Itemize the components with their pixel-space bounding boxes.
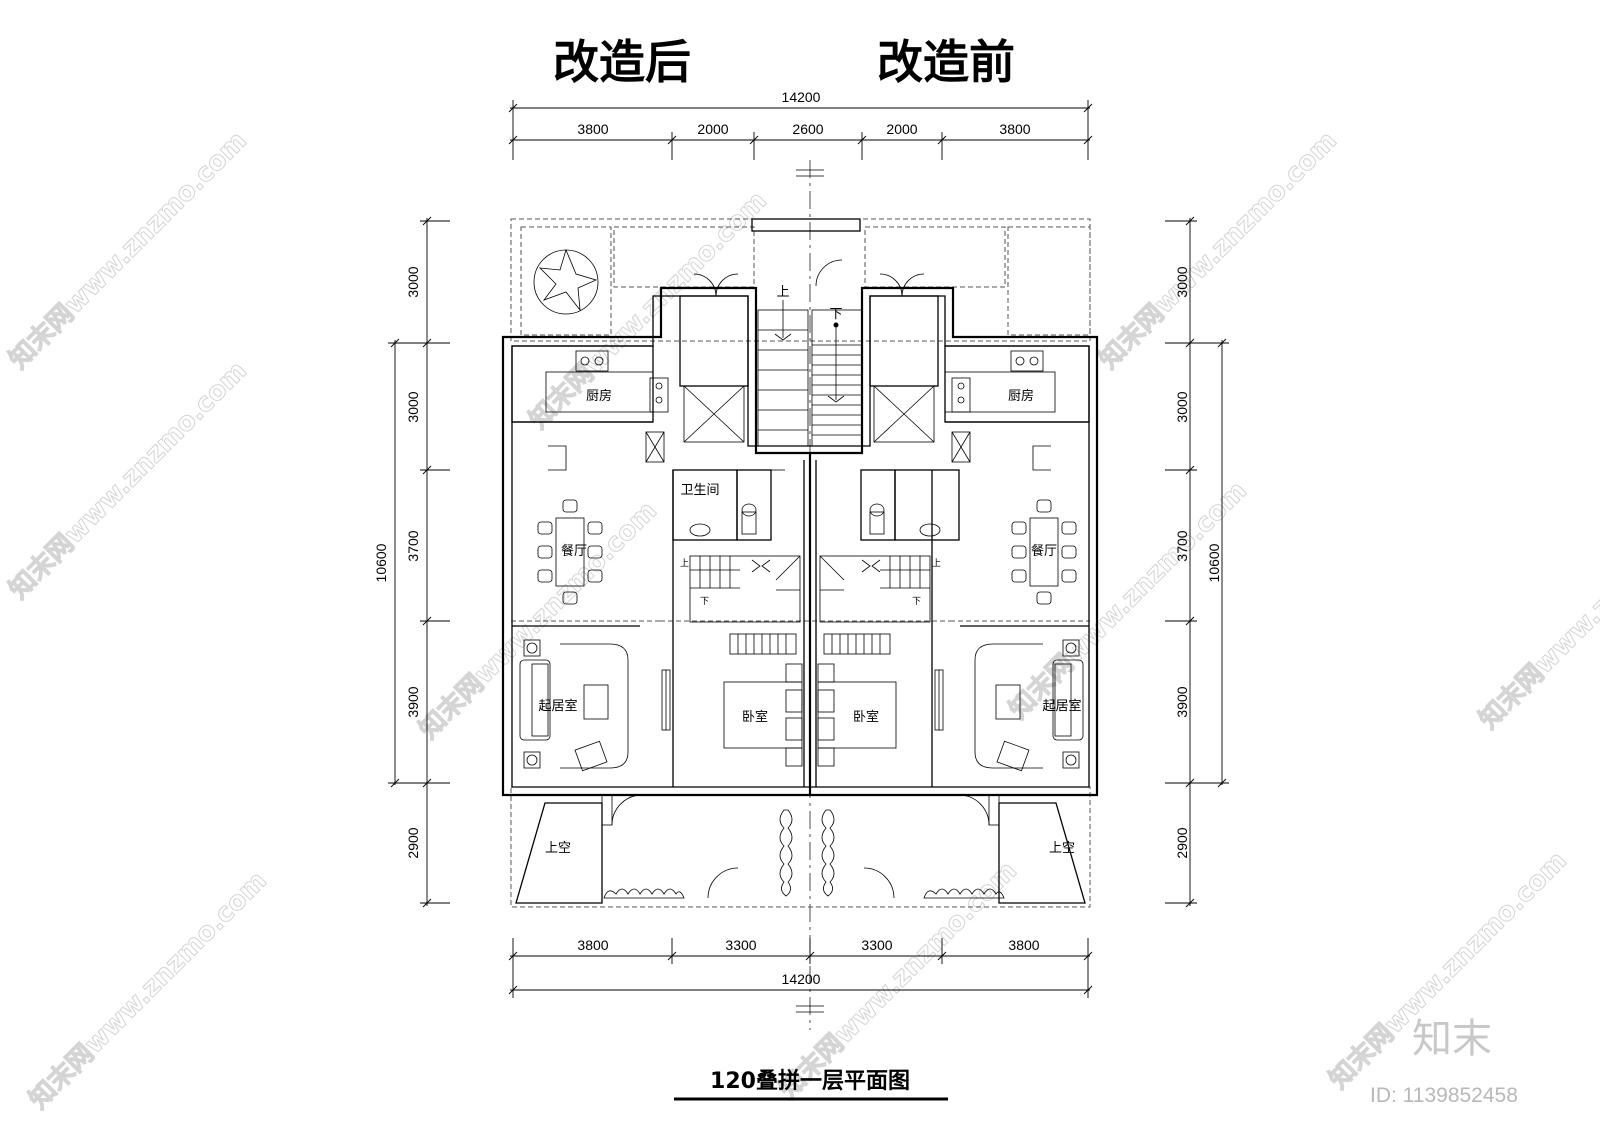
dim-right-segment: 3000	[1174, 266, 1190, 297]
bottom-dimensions: 3800 3300 3300 3800 14200	[508, 937, 1093, 998]
left-dimensions: 3000 3000 3700 3900 2900 10600	[373, 216, 450, 908]
interior-partitions	[512, 421, 1089, 787]
dim-top-total: 14200	[782, 89, 821, 105]
kitchen-right	[944, 345, 1090, 463]
room-label-dining-right: 餐厅	[1031, 543, 1057, 559]
stair-up-mark: 上	[680, 558, 689, 569]
bathroom-left	[672, 469, 785, 541]
watermark-layer: 知末网www.znzmo.com 知末网www.znzmo.com 知末网www…	[3, 125, 1600, 1115]
watermark-text: 知末网www.znzmo.com	[24, 866, 273, 1115]
dim-top-segment: 3800	[999, 121, 1030, 137]
dim-right-segment: 3700	[1174, 530, 1190, 561]
stair-up-mark: 上	[932, 558, 941, 569]
dim-right-segment: 3900	[1174, 686, 1190, 717]
dim-bottom-segment: 3800	[577, 937, 608, 953]
room-label-dining-left: 餐厅	[561, 543, 587, 559]
dim-top-segment: 2600	[792, 121, 823, 137]
image-id-text: ID: 1139852458	[1370, 1084, 1518, 1107]
dim-bottom-segment: 3300	[725, 937, 756, 953]
drawing-title: 120叠拼一层平面图	[710, 1068, 910, 1094]
dim-left-segment: 3900	[405, 686, 421, 717]
dim-bottom-segment: 3800	[1008, 937, 1039, 953]
elevator-left	[679, 273, 749, 443]
dining-table-right	[1011, 499, 1077, 605]
tree-symbol	[533, 248, 599, 315]
dim-left-segment: 3700	[405, 530, 421, 561]
stair-up-label: 上	[776, 285, 789, 300]
dim-top-segment: 2000	[697, 121, 728, 137]
dim-bottom-total: 14200	[782, 971, 821, 987]
living-left	[519, 639, 629, 772]
watermark-text: 知末网www.znzmo.com	[1094, 126, 1343, 375]
watermark-text: 知末网www.znzmo.com	[1474, 486, 1600, 735]
dim-left-total: 10600	[373, 543, 389, 582]
dim-top-segment: 3800	[577, 121, 608, 137]
dining-table-left	[537, 499, 603, 605]
dim-top-segment: 2000	[886, 121, 917, 137]
bedroom-right	[817, 663, 944, 767]
landscape-shrubs	[603, 809, 1005, 899]
room-label-living-left: 起居室	[538, 698, 577, 714]
brand-logo: 知末	[1412, 1016, 1492, 1062]
dim-right-total: 10600	[1206, 543, 1222, 582]
dim-left-segment: 2900	[405, 827, 421, 858]
after-heading: 改造后	[553, 35, 691, 89]
watermark-text: 知末网www.znzmo.com	[524, 186, 773, 435]
room-label-void-left: 上空	[545, 841, 571, 856]
dim-bottom-segment: 3300	[861, 937, 892, 953]
room-label-void-right: 上空	[1049, 841, 1075, 856]
dim-left-segment: 3000	[405, 391, 421, 422]
watermark-text: 知末网www.znzmo.com	[4, 126, 253, 375]
room-label-living-right: 起居室	[1042, 698, 1081, 714]
watermark-text: 知末网www.znzmo.com	[4, 356, 253, 605]
room-label-bedroom-right: 卧室	[853, 709, 879, 725]
bedroom-left	[661, 663, 803, 767]
stair-down-label: 下	[829, 307, 842, 322]
secondary-stair-left: 上 下	[680, 555, 801, 655]
stair-down-mark: 下	[700, 597, 709, 607]
elevator-right	[869, 273, 939, 443]
void-areas	[515, 794, 1086, 904]
bathroom-right	[860, 469, 960, 541]
secondary-stair-right: 上 下	[819, 555, 941, 655]
central-stair: 上 下	[757, 259, 863, 447]
watermark-text: 知末网www.znzmo.com	[1004, 476, 1253, 725]
room-label-kitchen-left: 厨房	[586, 388, 612, 404]
living-right	[974, 639, 1084, 772]
dim-right-segment: 3000	[1174, 391, 1190, 422]
top-dimensions: 14200 3800 2000 2600 2000 3800	[508, 89, 1093, 160]
stair-down-mark: 下	[912, 597, 921, 607]
room-label-bedroom-left: 卧室	[742, 709, 768, 725]
dim-left-segment: 3000	[405, 266, 421, 297]
room-label-kitchen-right: 厨房	[1008, 388, 1034, 404]
before-heading: 改造前	[877, 35, 1015, 89]
room-label-bath-left: 卫生间	[680, 483, 719, 498]
dim-right-segment: 2900	[1174, 827, 1190, 858]
right-dimensions: 3000 3000 3700 3900 2900 10600	[1165, 216, 1229, 908]
entry-canopy	[751, 218, 861, 232]
